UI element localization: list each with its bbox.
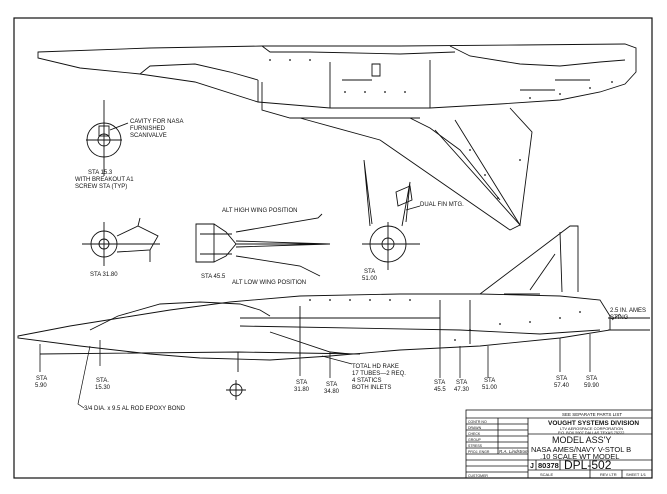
station-label: STA — [456, 380, 467, 386]
station-label: STA — [556, 376, 567, 382]
title-left-label: CHECK — [468, 432, 481, 436]
title-block — [465, 409, 653, 479]
station-label: 51.00 — [482, 385, 498, 391]
callout-rake-line-1: TOTAL HD RAKE — [352, 364, 399, 370]
station-label: 31.80 — [294, 387, 310, 393]
station-labels: STA 5.90 STA. 15.30 STA 31.80 STA 34.80 … — [35, 376, 600, 395]
callout-dual-fin: DUAL FIN MTG. — [420, 202, 464, 208]
section-label-sta-51-line-1: STA — [364, 269, 375, 275]
station-label: 47.30 — [454, 387, 470, 393]
callout-alt-high-wing: ALT HIGH WING POSITION — [222, 208, 297, 214]
station-label: 15.30 — [95, 385, 111, 391]
section-label-sta-45-5: STA 45.5 — [201, 274, 226, 280]
section-label-sta-31-80: STA 31.80 — [90, 272, 118, 278]
section-sta-31-80 — [82, 217, 160, 266]
station-label: 59.90 — [584, 383, 600, 389]
callout-cavity-line-3: SCANIVALVE — [130, 133, 167, 139]
title-company-addr: P.O. BOX 5907 DALLAS TEXAS 75222 — [558, 431, 624, 435]
title-signature: R.A. Lindstrom — [499, 449, 529, 454]
side-view-fasteners — [309, 299, 581, 341]
callout-cavity-line-2: FURNISHED — [130, 126, 166, 132]
section-sta-45-5 — [195, 213, 331, 277]
station-label: STA. — [96, 378, 109, 384]
title-left-label: CUSTOMER — [468, 474, 488, 478]
callout-sting-line-2: STING — [610, 315, 629, 321]
callout-cavity-line-1: CAVITY FOR NASA — [130, 119, 183, 125]
station-label: STA — [586, 376, 597, 382]
station-label: STA — [434, 380, 445, 386]
station-label: STA — [36, 376, 47, 382]
station-label: 5.90 — [35, 383, 47, 389]
callout-breakout-line-3: SCREW STA (TYP) — [75, 184, 127, 190]
section-sta-51 — [362, 159, 421, 270]
rod-detail — [226, 380, 246, 400]
title-company: VOUGHT SYSTEMS DIVISION — [548, 420, 639, 427]
callout-breakout-line-1: STA 15.3 — [88, 170, 113, 176]
station-label: 57.40 — [554, 383, 570, 389]
callout-breakout-line-2: WITH BREAKOUT A1 — [75, 177, 134, 183]
callout-rake-line-2: 17 TUBES—2 REQ. — [352, 371, 406, 377]
station-ticks — [39, 334, 591, 378]
station-label: STA — [296, 380, 307, 386]
callout-rake-line-4: BOTH INLETS — [352, 385, 391, 391]
title-parts-list: SEE SEPARATE PARTS LIST — [562, 412, 622, 417]
sting-leader — [611, 313, 621, 321]
title-line-3: .10 SCALE WT MODEL — [540, 452, 619, 461]
callout-sting-line-1: 2.5 IN. AMES — [610, 308, 646, 314]
title-left-label: PROJ. ENGR — [468, 450, 490, 454]
title-left-label: STRESS — [468, 444, 483, 448]
section-label-sta-51-line-2: 51.00 — [362, 276, 378, 282]
title-sheet: SHEET 1/1 — [626, 472, 647, 477]
title-line-1: MODEL ASS'Y — [552, 435, 611, 445]
top-view-fasteners — [269, 59, 613, 199]
sheet-border — [13, 17, 653, 479]
title-line-2: NASA AMES/NAVY V-STOL B — [531, 445, 631, 454]
top-view — [37, 43, 637, 231]
side-view — [17, 225, 650, 372]
title-left-label: GROUP — [468, 438, 482, 442]
title-code: 80378 — [538, 461, 559, 470]
scanivalve-detail — [86, 100, 129, 176]
station-label: STA — [484, 378, 495, 384]
station-label: STA — [326, 382, 337, 388]
station-label: 45.5 — [434, 387, 446, 393]
rake-leader — [321, 355, 353, 365]
rod-leader — [77, 345, 91, 409]
callout-rod: 3/4 DIA. x 9.5 AL ROD EPOXY BOND — [84, 406, 186, 412]
callout-rake-line-3: 4 STATICS — [352, 378, 381, 384]
title-rev: REV LTR — [600, 472, 617, 477]
title-left-label: DRAWN — [468, 426, 482, 430]
title-size: J — [530, 463, 534, 470]
title-dwg-no: DPL-502 — [564, 458, 612, 472]
callout-alt-low-wing: ALT LOW WING POSITION — [232, 280, 306, 286]
title-left-label: CONTR NO — [468, 420, 487, 424]
title-company-sub: LTV AEROSPACE CORPORATION — [560, 426, 623, 431]
title-scale: SCALE — [540, 472, 553, 477]
station-label: 34.80 — [324, 389, 340, 395]
